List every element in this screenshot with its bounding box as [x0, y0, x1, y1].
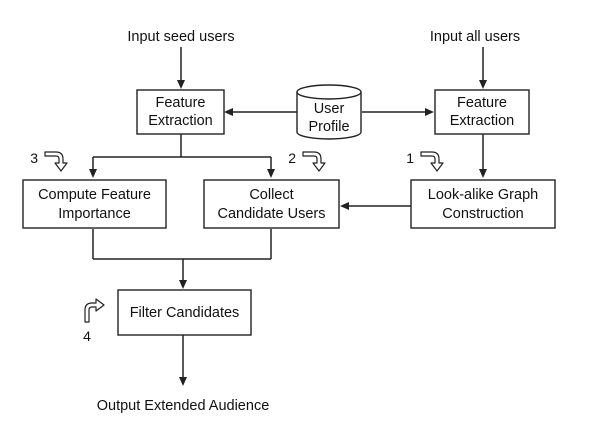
bent-arrow-icon — [302, 151, 326, 172]
step-marker-3: 3 — [30, 150, 68, 172]
step-number-1: 1 — [406, 150, 414, 166]
bent-arrow-icon — [44, 151, 68, 172]
arrowhead — [224, 108, 233, 116]
step-marker-4: 4 — [83, 298, 105, 344]
lookalike-graph-construction-line1: Look-alike Graph — [428, 187, 538, 203]
arrowhead — [340, 202, 349, 210]
compute-feature-importance-line1: Compute Feature — [38, 187, 151, 203]
user-profile-line2: Profile — [308, 119, 349, 135]
input-all-users-label: Input all users — [430, 29, 520, 45]
arrowhead — [479, 80, 487, 89]
input-seed-users-label: Input seed users — [127, 29, 234, 45]
collect-candidate-users-line2: Candidate Users — [218, 206, 326, 222]
arrowhead — [179, 377, 187, 386]
feature-extraction-right-line1: Feature — [457, 95, 507, 111]
collect-candidate-users-line1: Collect — [249, 187, 293, 203]
feature-extraction-right-box: Feature Extraction — [434, 89, 530, 135]
arrowhead — [267, 169, 275, 178]
feature-extraction-left-line2: Extraction — [148, 113, 212, 129]
step-marker-2: 2 — [288, 150, 326, 172]
arrowhead — [177, 80, 185, 89]
edges — [89, 47, 487, 386]
feature-extraction-left-box: Feature Extraction — [136, 89, 225, 135]
step-marker-1: 1 — [406, 150, 444, 172]
feature-extraction-left-line1: Feature — [156, 95, 206, 111]
user-profile-database: User Profile — [296, 84, 362, 140]
filter-candidates-box: Filter Candidates — [117, 289, 252, 336]
output-extended-audience-label: Output Extended Audience — [97, 398, 270, 414]
lookalike-graph-construction-box: Look-alike Graph Construction — [410, 179, 556, 229]
database-icon — [296, 92, 362, 140]
arrowhead — [425, 108, 434, 116]
collect-candidate-users-box: Collect Candidate Users — [203, 179, 340, 229]
compute-feature-importance-box: Compute Feature Importance — [22, 179, 167, 229]
compute-feature-importance-line2: Importance — [58, 206, 131, 222]
arrowhead — [479, 169, 487, 178]
user-profile-line1: User — [314, 101, 345, 117]
bent-arrow-icon — [84, 298, 105, 323]
step-number-2: 2 — [288, 150, 296, 166]
bent-arrow-icon — [420, 151, 444, 172]
lookalike-graph-construction-line2: Construction — [442, 206, 523, 222]
step-number-3: 3 — [30, 150, 38, 166]
filter-candidates-label: Filter Candidates — [130, 305, 240, 321]
arrowhead — [179, 280, 187, 289]
arrowhead — [89, 169, 97, 178]
feature-extraction-right-line2: Extraction — [450, 113, 514, 129]
step-number-4: 4 — [83, 328, 91, 344]
